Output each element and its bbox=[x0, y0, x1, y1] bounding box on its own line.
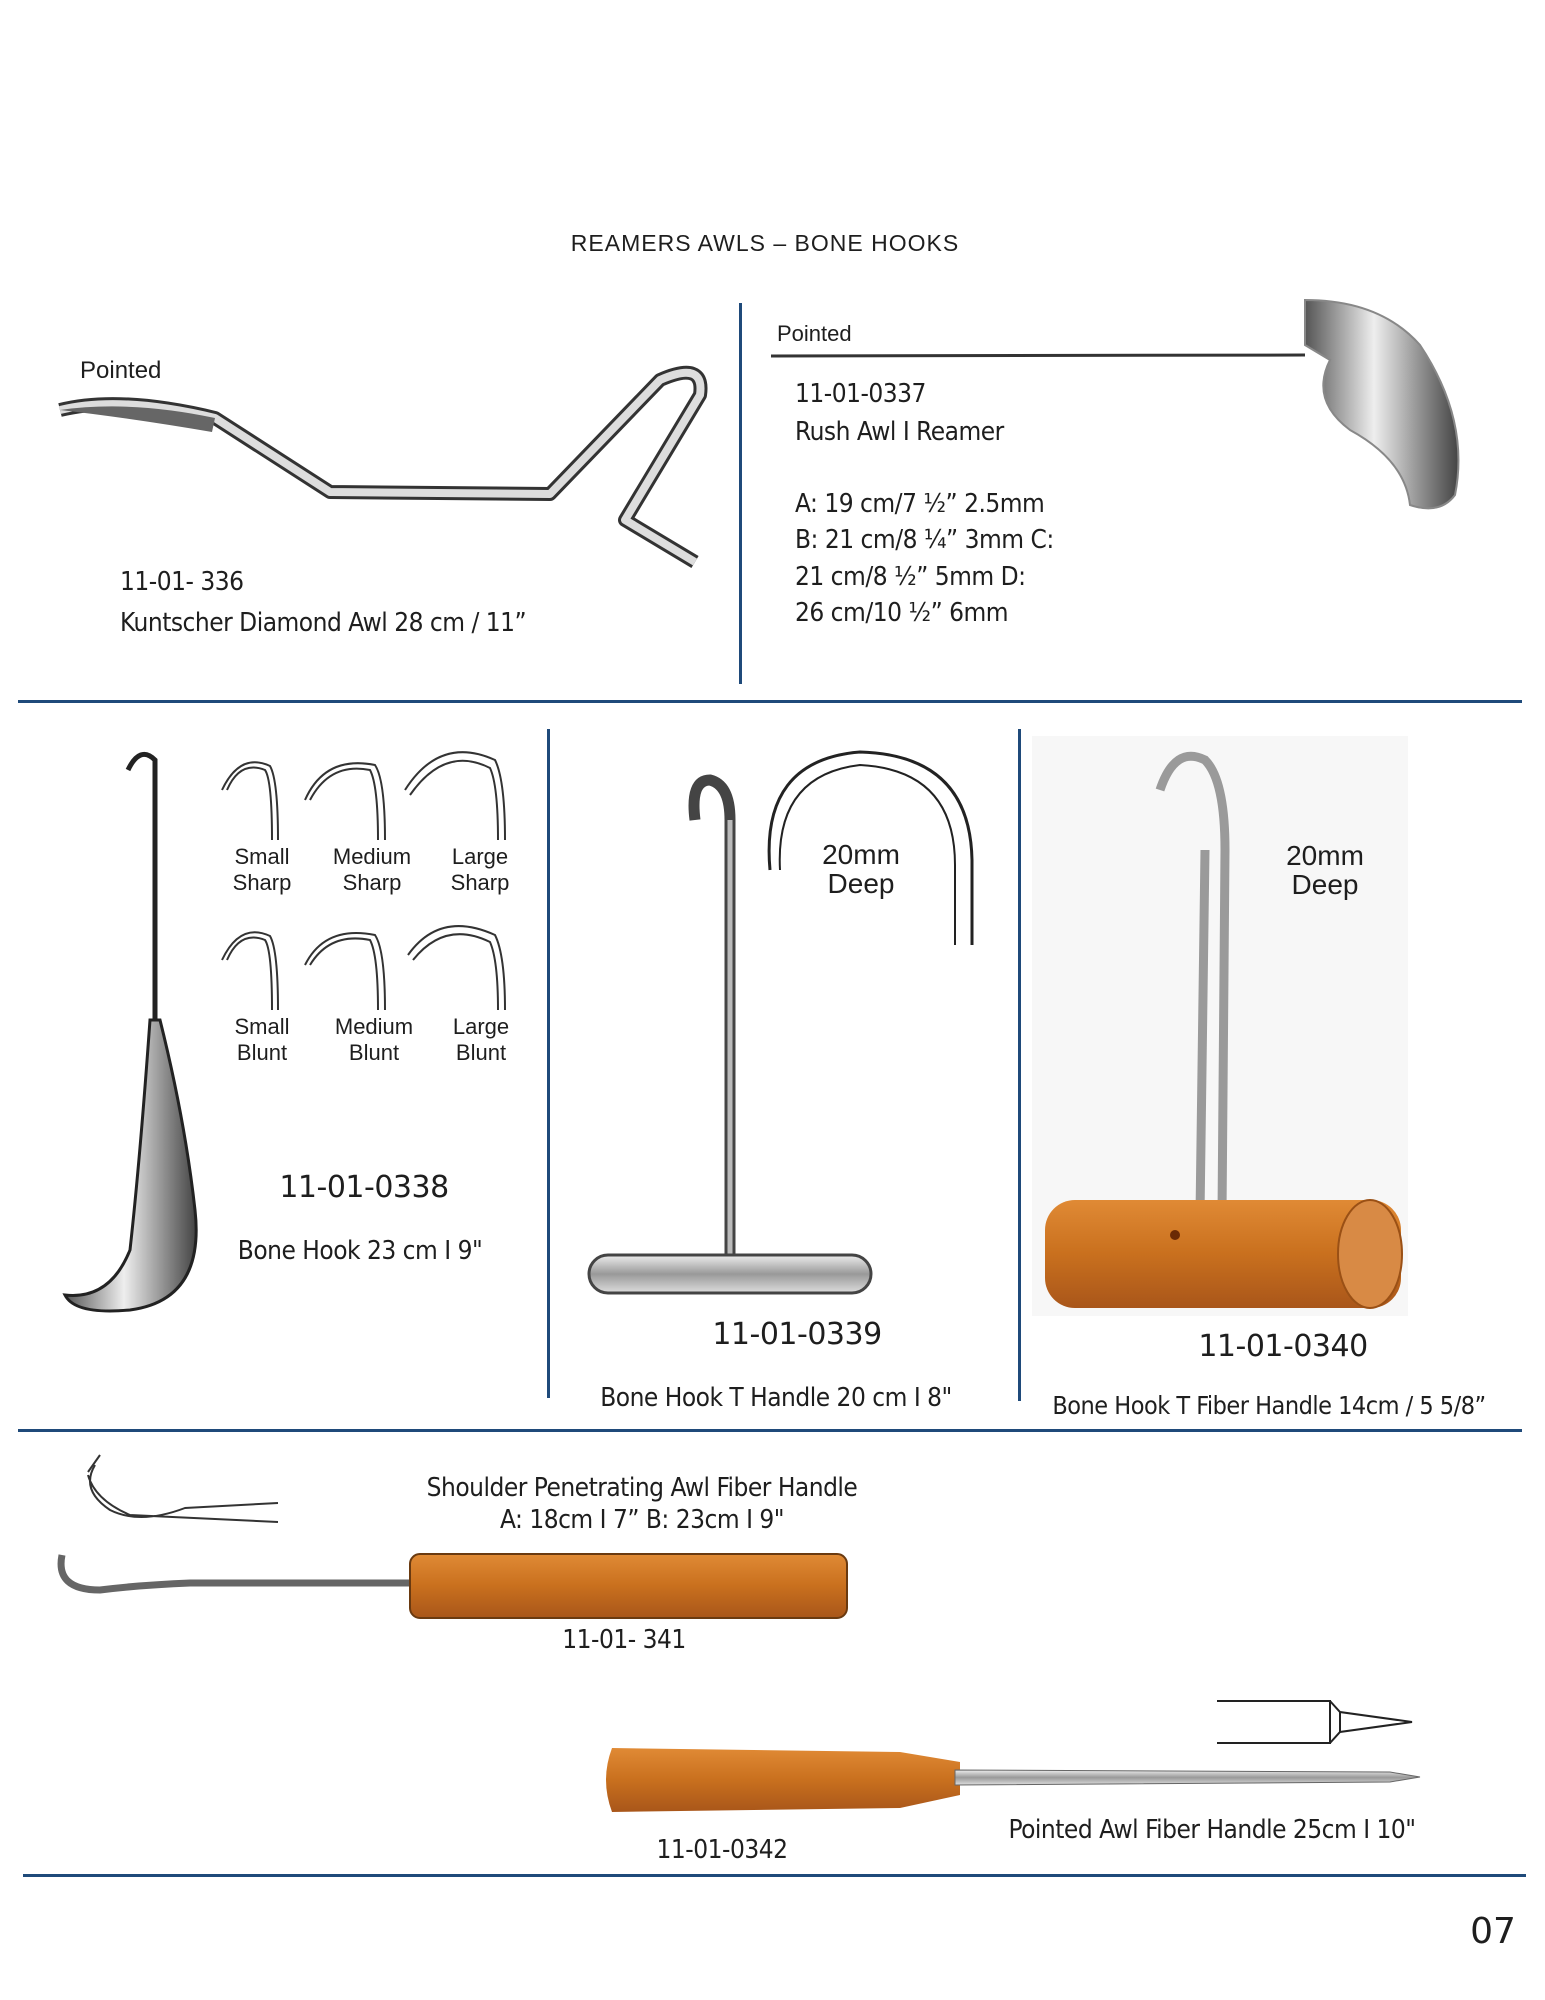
pointed-awl-image bbox=[606, 1700, 1421, 1812]
divider-vertical bbox=[547, 729, 550, 1398]
hook-variant-shapes bbox=[221, 751, 506, 1011]
size-line: 21 cm/8 ½” 5mm D: bbox=[795, 562, 1026, 592]
bone-hook-0338-image bbox=[62, 751, 198, 1313]
divider-horizontal bbox=[18, 1429, 1522, 1432]
kuntscher-awl-image bbox=[58, 365, 708, 569]
divider-vertical bbox=[1018, 729, 1021, 1401]
product-code: 11-01-0340 bbox=[1198, 1329, 1368, 1364]
bone-hook-0340-image bbox=[1032, 736, 1408, 1316]
product-code: 11-01-0342 bbox=[656, 1835, 788, 1865]
product-name: Pointed Awl Fiber Handle 25cm I 10" bbox=[1008, 1815, 1416, 1845]
shoulder-awl-image bbox=[57, 1454, 848, 1619]
product-name: Kuntscher Diamond Awl 28 cm / 11” bbox=[120, 608, 527, 638]
product-name: Bone Hook T Handle 20 cm I 8" bbox=[600, 1383, 952, 1413]
page-number: 07 bbox=[1470, 1911, 1516, 1952]
rush-awl-image bbox=[770, 298, 1460, 510]
product-name: Rush Awl I Reamer bbox=[795, 417, 1004, 447]
product-sizes: A: 18cm I 7” B: 23cm I 9" bbox=[499, 1505, 785, 1535]
divider-horizontal bbox=[18, 700, 1522, 703]
tip-label: Pointed bbox=[777, 321, 852, 346]
product-name: Shoulder Penetrating Awl Fiber Handle bbox=[426, 1473, 858, 1503]
tip-label: Pointed bbox=[80, 357, 162, 384]
size-line: 26 cm/10 ½” 6mm bbox=[795, 598, 1009, 628]
size-line: B: 21 cm/8 ¼” 3mm C: bbox=[795, 525, 1054, 555]
size-line: A: 19 cm/7 ½” 2.5mm bbox=[795, 489, 1045, 519]
product-code: 11-01-0339 bbox=[712, 1317, 882, 1352]
page-title: REAMERS AWLS – BONE HOOKS bbox=[570, 230, 960, 256]
product-code: 11-01- 336 bbox=[120, 567, 244, 597]
product-code: 11-01-0338 bbox=[279, 1170, 449, 1205]
bone-hook-0339-image bbox=[587, 750, 974, 1295]
product-name: Bone Hook T Fiber Handle 14cm / 5 5/8” bbox=[1052, 1391, 1486, 1420]
product-code: 11-01-0337 bbox=[795, 379, 926, 409]
divider-horizontal bbox=[23, 1874, 1526, 1877]
product-name: Bone Hook 23 cm I 9" bbox=[237, 1236, 483, 1266]
product-code: 11-01- 341 bbox=[562, 1625, 686, 1655]
divider-vertical bbox=[739, 303, 742, 684]
